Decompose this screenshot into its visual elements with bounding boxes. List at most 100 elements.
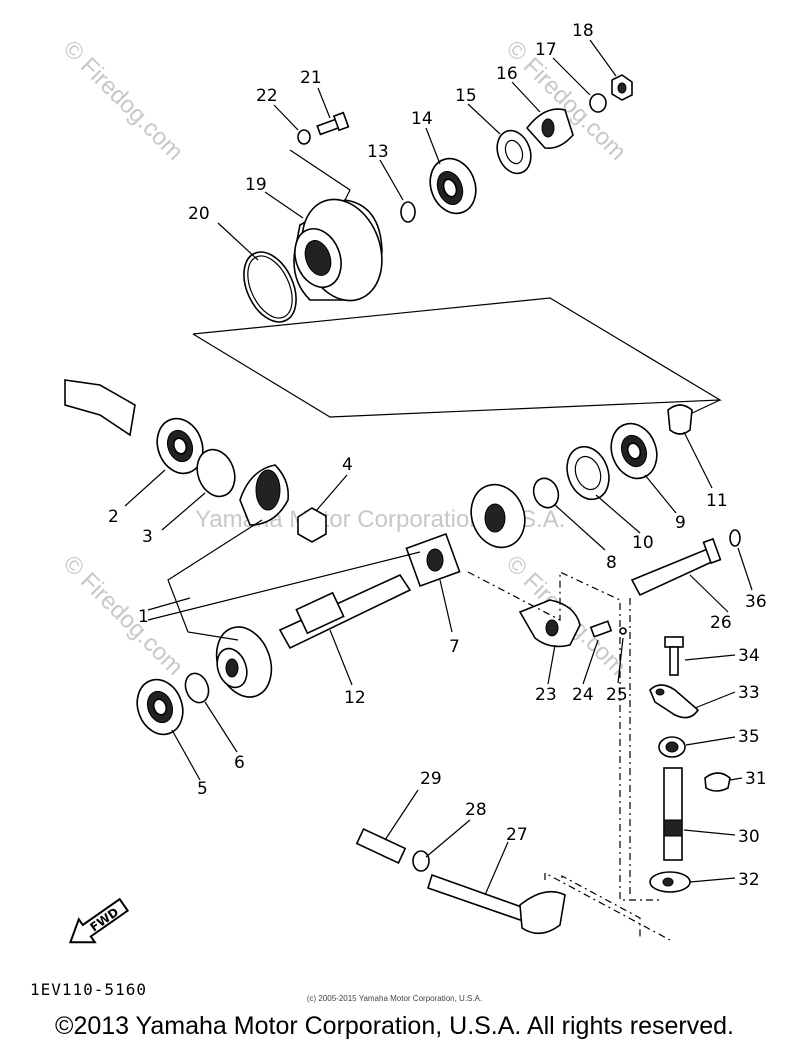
leader-20 [217, 222, 259, 261]
leader-1-to-7 [147, 551, 421, 621]
watermark-firedog-top-left: © Firedog.com [58, 35, 189, 166]
leader-11-frame [687, 399, 721, 416]
leader-23 [547, 644, 556, 685]
callout-leaders [124, 39, 753, 896]
bearing-2-bore [172, 437, 188, 455]
callout-31: 31 [745, 769, 767, 789]
leader-9 [644, 474, 677, 514]
leader-30 [683, 829, 736, 836]
bearing-9-bore [626, 442, 642, 460]
leader-21 [317, 87, 331, 119]
leader-18 [589, 39, 617, 77]
o-ring-20-inner [247, 255, 293, 319]
leader-29 [384, 789, 419, 841]
callout-3: 3 [142, 527, 153, 547]
leader-6 [204, 701, 238, 753]
leader-10 [595, 494, 641, 534]
callout-1: 1 [138, 607, 149, 627]
housing-19-bore [304, 240, 332, 276]
clip-31 [704, 772, 731, 792]
bolt-34-head [664, 636, 684, 648]
leader-34 [684, 654, 736, 661]
callout-16: 16 [496, 64, 518, 84]
lever-33-hole [655, 688, 665, 696]
callout-20: 20 [188, 204, 210, 224]
ball-25 [619, 627, 627, 635]
shift-lower-route [544, 871, 671, 941]
callout-33: 33 [738, 683, 760, 703]
callout-2: 2 [108, 507, 119, 527]
callout-17: 17 [535, 40, 557, 60]
small-copyright: (c) 2005-2015 Yamaha Motor Corporation, … [306, 994, 483, 1003]
spring-29 [355, 827, 407, 865]
bevel-gear-1-teeth [255, 469, 281, 511]
leader-2 [124, 469, 166, 507]
washer-22 [297, 129, 311, 145]
diagram-code: 1EV110-5160 [30, 980, 147, 999]
bearing-14-bore [442, 178, 458, 198]
callout-13: 13 [367, 142, 389, 162]
shift-arm-27 [427, 873, 532, 924]
oil-seal-15-inner [504, 139, 524, 165]
seal-10-inner [574, 455, 602, 491]
leader-17 [552, 57, 591, 96]
dog-clutch-7-bore [426, 548, 444, 572]
callout-19: 19 [245, 175, 267, 195]
callout-11: 11 [706, 491, 728, 511]
leader-21-22-frame [289, 149, 351, 201]
shift-route-line-2 [561, 874, 641, 940]
callout-4: 4 [342, 455, 353, 475]
callout-22: 22 [256, 86, 278, 106]
fwd-arrow: FWD [68, 897, 130, 944]
callout-34: 34 [738, 646, 760, 666]
callout-21: 21 [300, 68, 322, 88]
bolt-21-head [332, 111, 350, 132]
fwd-arrow-shape [68, 897, 130, 944]
callout-numbers: 1 2 3 4 5 6 7 8 9 10 11 12 13 14 15 16 1… [108, 21, 767, 890]
leader-19 [264, 191, 304, 219]
leader-5 [171, 729, 201, 781]
copyright-notice: ©2013 Yamaha Motor Corporation, U.S.A. A… [55, 1012, 734, 1040]
o-ring-3 [196, 448, 236, 498]
leader-36 [737, 547, 753, 591]
shim-8 [532, 477, 560, 509]
leader-7 [439, 579, 453, 633]
callout-18: 18 [572, 21, 594, 41]
seal-10 [566, 445, 610, 501]
clip-11 [667, 404, 693, 435]
shaft-12-spline [295, 591, 345, 635]
callout-8: 8 [606, 553, 617, 573]
drive-shaft-housing [64, 379, 136, 437]
shaft-30 [663, 767, 683, 861]
callout-36: 36 [745, 592, 767, 612]
callout-9: 9 [675, 513, 686, 533]
leader-14 [425, 127, 441, 165]
leader-33 [694, 691, 736, 709]
upper-assembly [192, 74, 723, 418]
callout-7: 7 [449, 637, 460, 657]
bevel-gear-1-lower-bore [225, 658, 239, 678]
leader-24 [582, 639, 599, 685]
o-ring-36 [729, 529, 741, 547]
leader-15 [467, 103, 501, 135]
callout-32: 32 [738, 870, 760, 890]
nut-4 [297, 507, 327, 543]
shift-fork-23-hole [545, 619, 559, 637]
callout-5: 5 [197, 779, 208, 799]
shaft-30-spline [663, 819, 683, 837]
shift-route-line [467, 571, 660, 901]
callout-12: 12 [344, 688, 366, 708]
leader-3 [161, 492, 206, 531]
shim-6 [184, 672, 210, 704]
gear-8-hub [484, 503, 506, 533]
leader-28 [425, 819, 471, 858]
leader-13 [379, 159, 404, 201]
washer-28 [412, 850, 430, 872]
callout-15: 15 [455, 86, 477, 106]
lever-32-hole [662, 877, 674, 887]
callout-6: 6 [234, 753, 245, 773]
leader-25 [617, 637, 624, 684]
watermark-firedog-mid-left: © Firedog.com [58, 550, 189, 681]
callout-10: 10 [632, 533, 654, 553]
callout-14: 14 [411, 109, 433, 129]
